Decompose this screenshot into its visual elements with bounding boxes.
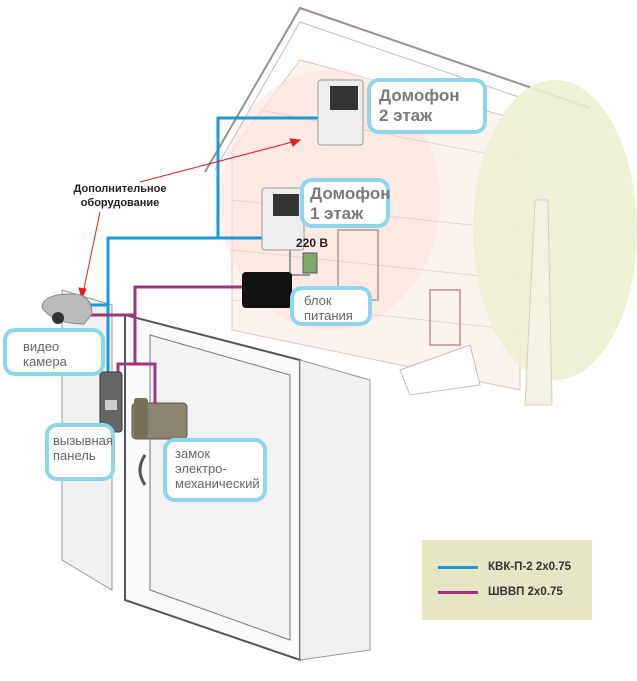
voltage-label: 220 В bbox=[296, 236, 329, 250]
purple-line-swatch-icon bbox=[438, 590, 478, 594]
label-line: камера bbox=[23, 354, 67, 369]
label-line: Домофон bbox=[379, 86, 460, 105]
extra-equipment-line1: Дополнительное bbox=[73, 183, 167, 195]
label-power-unit: блок питания bbox=[290, 286, 372, 326]
intercom-monitor-floor1 bbox=[261, 187, 305, 251]
electromechanical-lock bbox=[131, 398, 188, 440]
legend-label: ШВВП 2х0.75 bbox=[488, 586, 563, 598]
legend-label: КВК-П-2 2х0.75 bbox=[488, 561, 572, 573]
extra-equipment-text: Дополнительное оборудование bbox=[60, 182, 180, 210]
label-line: питания bbox=[304, 308, 353, 323]
blue-line-swatch-icon bbox=[438, 565, 478, 569]
extra-equipment-arrows bbox=[78, 138, 302, 300]
extra-equipment-line2: оборудование bbox=[80, 197, 160, 209]
label-line: 1 этаж bbox=[310, 204, 364, 223]
legend-item-shvvp: ШВВП 2х0.75 bbox=[438, 586, 563, 598]
label-line: 2 этаж bbox=[379, 106, 433, 125]
label-line: видео bbox=[23, 339, 60, 354]
label-call-panel: вызывная панель bbox=[45, 423, 115, 481]
label-intercom-floor1: Домофон 1 этаж bbox=[300, 178, 391, 228]
label-line: замок bbox=[175, 446, 211, 461]
label-line: Домофон bbox=[310, 184, 391, 203]
tree bbox=[473, 80, 637, 406]
label-intercom-floor2: Домофон 2 этаж bbox=[367, 78, 487, 134]
label-line: механический bbox=[175, 476, 260, 491]
power-unit bbox=[242, 272, 292, 308]
legend-item-kvk: КВК-П-2 2х0.75 bbox=[438, 561, 571, 573]
label-line: блок bbox=[304, 293, 332, 308]
purple-cable bbox=[90, 285, 244, 405]
legend: КВК-П-2 2х0.75 ШВВП 2х0.75 bbox=[422, 540, 592, 620]
video-camera bbox=[41, 293, 93, 325]
label-line: панель bbox=[53, 448, 96, 463]
label-lock: замок электро- механический bbox=[163, 438, 267, 502]
power-socket bbox=[302, 252, 318, 274]
label-line: вызывная bbox=[53, 433, 113, 448]
label-camera: видео камера bbox=[3, 328, 105, 376]
intercom-monitor-floor2 bbox=[317, 79, 364, 146]
label-line: электро- bbox=[175, 461, 227, 476]
